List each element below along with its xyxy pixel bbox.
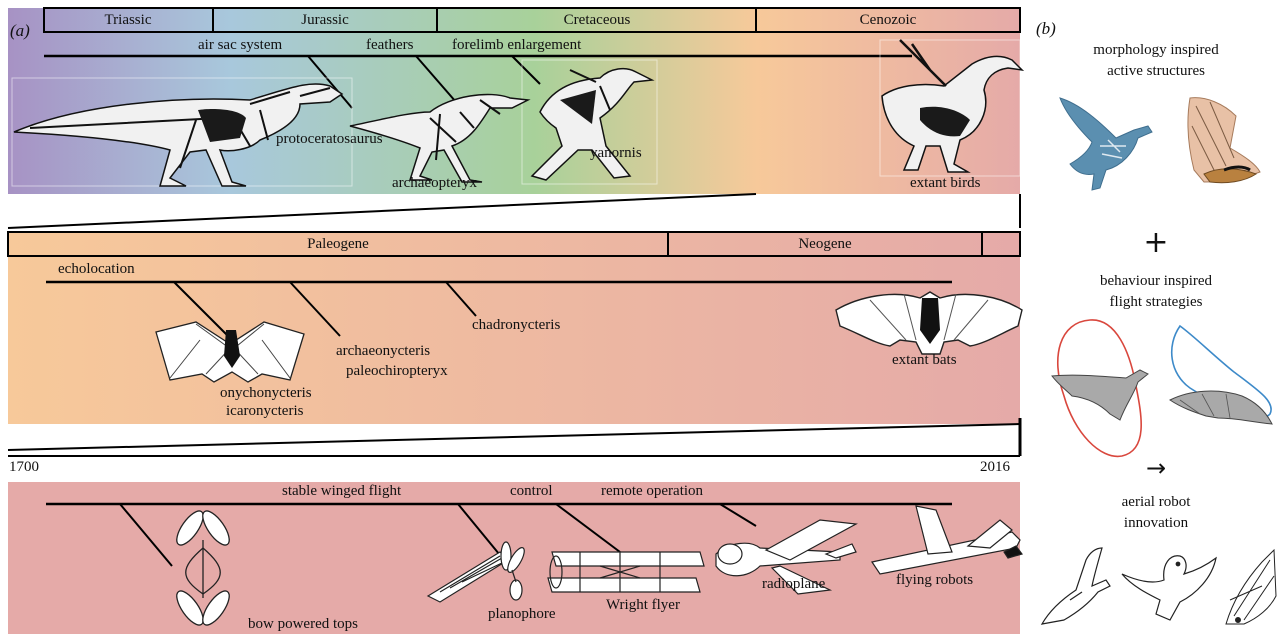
trait-echolocation: echolocation <box>58 262 135 277</box>
period-jurassic: Jurassic <box>301 13 349 28</box>
machine-radioplane: radioplane <box>762 577 825 592</box>
trait-air-sac: air sac system <box>198 38 282 53</box>
zoom-connector-left-2 <box>8 424 1020 450</box>
year-end: 2016 <box>980 460 1010 475</box>
blue-bird-icon <box>1060 98 1152 190</box>
species-protoceratosaurus: protoceratosaurus <box>276 132 383 147</box>
machine-planophore: planophore <box>488 607 555 622</box>
machine-bow-tops: bow powered tops <box>248 617 358 632</box>
morphology-illustrations <box>1030 86 1279 196</box>
behaviour-line-2: flight strategies <box>1110 295 1203 310</box>
trait-forelimb: forelimb enlargement <box>452 38 581 53</box>
red-loop-bird-icon <box>1052 320 1148 456</box>
period-cretaceous: Cretaceous <box>564 13 631 28</box>
trait-remote-operation: remote operation <box>601 484 703 499</box>
trait-control: control <box>510 484 553 499</box>
species-chadronycteris: chadronycteris <box>472 318 560 333</box>
machine-flying-robots: flying robots <box>896 573 973 588</box>
species-onychonycteris: onychonycteris <box>220 386 312 401</box>
innovation-line-2: innovation <box>1124 516 1188 531</box>
blue-loop-bat-icon <box>1170 326 1272 424</box>
machine-wright-flyer: Wright flyer <box>606 598 680 613</box>
trait-stable-flight: stable winged flight <box>282 484 401 499</box>
species-archaeopteryx: archaeopteryx <box>392 176 477 191</box>
species-extant-birds: extant birds <box>910 176 980 191</box>
panel-a-label: (a) <box>10 22 30 39</box>
behaviour-line-1: behaviour inspired <box>1100 274 1212 289</box>
species-extant-bats: extant bats <box>892 353 957 368</box>
species-yanornis: yanornis <box>590 146 642 161</box>
robot-bat-sketch-icon <box>1226 550 1276 624</box>
species-paleochiropteryx: paleochiropteryx <box>346 364 448 379</box>
robot-sketches <box>1030 540 1279 634</box>
plus-sign: + <box>1143 228 1168 258</box>
period-cenozoic: Cenozoic <box>860 13 917 28</box>
trait-feathers: feathers <box>366 38 413 53</box>
robot-dove-sketch-icon <box>1122 556 1216 620</box>
species-icaronycteris: icaronycteris <box>226 404 303 419</box>
species-archaeonycteris: archaeonycteris <box>336 344 430 359</box>
year-start: 1700 <box>9 460 39 475</box>
fossil-bat <box>156 322 304 382</box>
behaviour-illustrations <box>1030 316 1279 464</box>
zoom-connector-left <box>8 194 756 228</box>
period-triassic: Triassic <box>105 13 152 28</box>
panel-b-label: (b) <box>1036 20 1056 37</box>
tan-bat-icon <box>1188 98 1260 183</box>
period-paleogene: Paleogene <box>307 237 369 252</box>
innovation-arrow: → <box>1146 456 1166 480</box>
period-neogene: Neogene <box>798 237 851 252</box>
robot-bird-sketch-icon <box>1042 548 1110 624</box>
innovation-line-1: aerial robot <box>1122 495 1191 510</box>
morphology-line-2: active structures <box>1107 64 1205 79</box>
morphology-line-1: morphology inspired <box>1093 43 1218 58</box>
